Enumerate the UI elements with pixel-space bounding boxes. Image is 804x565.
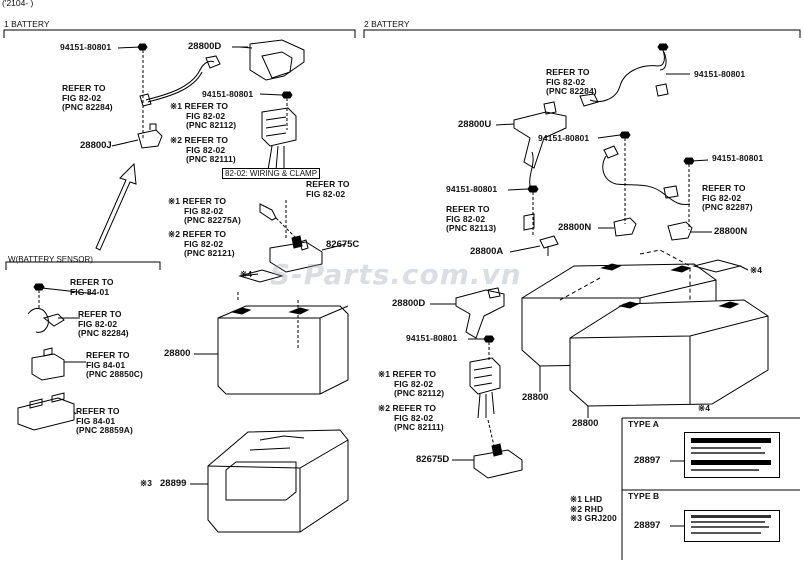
part-94151-80801[interactable]: 94151-80801 [538,133,590,143]
part-94151-80801[interactable]: 94151-80801 [406,333,458,343]
part-28800N[interactable]: 28800N [714,226,748,237]
legend: ※1 LHD※2 RHD※3 GRJ200 [570,494,617,523]
part-28800D[interactable]: 28800D [188,41,222,52]
section-title-battery2: 2 BATTERY [364,19,410,29]
watermark: S-Parts.com.vn [270,258,522,291]
part-28899[interactable]: 28899 [160,478,187,489]
part-28800J[interactable]: 28800J [80,140,112,151]
type-a-label: TYPE A [628,419,659,429]
type-b-label: TYPE B [628,491,660,501]
part-94151-80801[interactable]: 94151-80801 [60,42,112,52]
note-4: ※4 [698,403,711,413]
note-4: ※4 [240,269,253,279]
part-28800A[interactable]: 28800A [470,246,504,257]
part-94151-80801[interactable]: 94151-80801 [694,69,746,79]
note-3: ※3 [140,478,153,488]
section-title-sensor: W(BATTERY SENSOR) [8,255,93,264]
part-28800[interactable]: 28800 [572,418,599,429]
part-28800U[interactable]: 28800U [458,119,492,130]
date-code: ('2104- ) [2,0,34,8]
wiring-clamp-tooltip: 82-02: WIRING & CLAMP [222,168,321,179]
part-28800[interactable]: 28800 [164,348,191,359]
part-82675C[interactable]: 82675C [326,239,360,250]
part-28800[interactable]: 28800 [522,392,549,403]
part-82675D[interactable]: 82675D [416,454,450,465]
part-94151-80801[interactable]: 94151-80801 [202,89,254,99]
part-28897[interactable]: 28897 [634,520,661,531]
part-28897[interactable]: 28897 [634,455,661,466]
part-28800N[interactable]: 28800N [558,222,592,233]
note-4: ※4 [750,265,763,275]
warning-label-type-a [684,432,780,478]
warning-label-type-b [684,510,780,542]
part-94151-80801[interactable]: 94151-80801 [446,184,498,194]
part-28800D[interactable]: 28800D [392,298,426,309]
section-title-battery1: 1 BATTERY [4,19,50,29]
part-94151-80801[interactable]: 94151-80801 [712,153,764,163]
